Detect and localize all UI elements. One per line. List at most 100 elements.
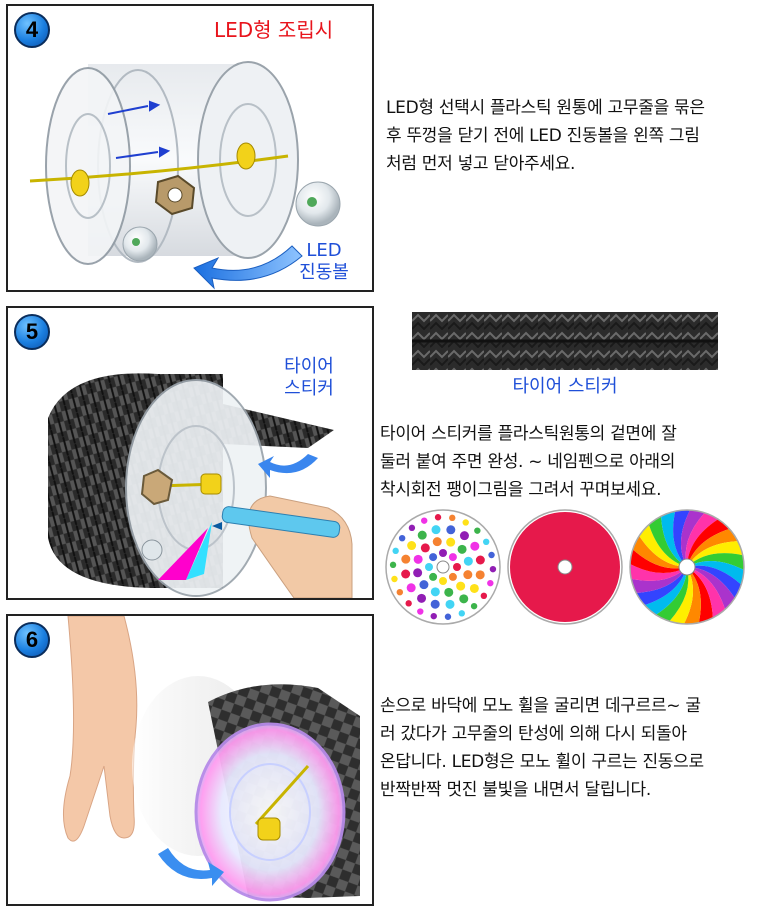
- illusion-dot: [421, 517, 428, 524]
- illusion-dot: [482, 538, 490, 546]
- clear-disc: [125, 379, 267, 597]
- step6-illustration: [62, 616, 360, 902]
- step6-description: 손으로 바닥에 모노 휠을 굴리면 데구르르~ 굴 러 갔다가 고무줄의 탄성에…: [380, 696, 704, 800]
- illusion-dot: [417, 608, 424, 615]
- rainbow-segment: [687, 528, 738, 567]
- rainbow-segment: [648, 516, 687, 567]
- illusion-dot: [475, 555, 485, 565]
- rainbow-segment: [673, 510, 690, 567]
- step5-illustration: [48, 373, 353, 598]
- rainbow-segment: [680, 510, 705, 567]
- rainbow-segment: [632, 535, 687, 569]
- illusion-dot: [456, 581, 466, 591]
- sticker-label: 타이어 스티커: [284, 356, 334, 399]
- step6-badge: 6: [14, 622, 50, 658]
- illusion-dot: [439, 549, 447, 557]
- illusion-dot: [487, 579, 494, 587]
- step4-title: LED형 조립시: [214, 18, 334, 42]
- rainbow-segment: [636, 567, 687, 606]
- illusion-dot: [413, 568, 423, 578]
- step4-description: LED형 선택시 플라스틱 원통에 고무줄을 묶은 후 뚜껑을 닫기 전에 LE…: [386, 98, 705, 174]
- illusion-dot: [407, 541, 417, 551]
- illusion-dot: [391, 575, 398, 583]
- blue-arrow-icon: [107, 100, 171, 159]
- step4-panel: 4 LED형 조립시: [6, 4, 374, 292]
- illusion-dot: [405, 600, 412, 607]
- rainbow-segment: [661, 511, 687, 567]
- rainbow-segment: [687, 519, 730, 567]
- tire-strip-image: [412, 312, 718, 370]
- illusion-dot: [470, 541, 480, 551]
- illusion-dot: [430, 612, 437, 620]
- illusion-dot: [480, 592, 488, 600]
- illusion-dot: [417, 530, 427, 540]
- illusion-dot: [445, 599, 455, 609]
- illusion-dot: [470, 602, 478, 610]
- illusion-dot: [439, 577, 447, 585]
- illusion-dot: [413, 554, 423, 564]
- illusion-dot: [431, 525, 441, 535]
- rainbow-segment: [630, 564, 687, 581]
- illusion-dot: [449, 514, 456, 522]
- step4-illustration: [29, 61, 341, 290]
- illusion-dot: [430, 587, 440, 597]
- illusion-dot: [475, 570, 485, 580]
- rainbow-segment: [639, 524, 687, 567]
- insert-arrow-icon: [193, 245, 303, 290]
- hand-image: [62, 616, 138, 842]
- illusion-dot: [446, 525, 456, 535]
- illusion-dot: [429, 553, 438, 562]
- rainbow-segment: [631, 567, 687, 593]
- illusion-disc-dots: [385, 509, 501, 625]
- illusion-dot: [408, 524, 416, 532]
- step5-badge: 5: [14, 314, 50, 350]
- blue-arrow-icon: [158, 848, 224, 886]
- illusion-dot: [448, 553, 457, 562]
- rainbow-segment: [687, 553, 744, 570]
- rainbow-segment: [684, 567, 701, 624]
- illusion-dot: [488, 551, 495, 559]
- step4-badge: 4: [14, 12, 50, 48]
- illusion-dot: [396, 588, 404, 596]
- illusion-dot: [417, 593, 427, 603]
- illusion-dot: [401, 554, 411, 564]
- rainbow-segment: [669, 567, 694, 624]
- illusion-dot: [398, 534, 406, 542]
- rainbow-segment: [644, 567, 687, 615]
- tire-strip-caption: 타이어 스티커: [512, 376, 618, 397]
- illusion-dot: [434, 514, 442, 521]
- illusion-dot: [389, 561, 397, 569]
- rainbow-segment: [655, 567, 689, 622]
- rainbow-segment: [687, 567, 735, 610]
- pen-image: [221, 506, 341, 538]
- illusion-dot: [457, 544, 467, 554]
- illusion-dot: [489, 565, 497, 573]
- rainbow-segment: [687, 567, 713, 623]
- color-wedge: [158, 528, 208, 580]
- led-ball: [122, 226, 158, 262]
- illusion-dot: [401, 569, 411, 579]
- illusion-dot: [425, 563, 433, 571]
- illusion-dot: [474, 527, 481, 534]
- illusion-dot: [453, 563, 461, 571]
- illusion-dot: [459, 531, 469, 541]
- illusion-dot: [429, 572, 438, 581]
- rainbow-segment: [687, 541, 743, 567]
- illusion-dot: [444, 613, 452, 620]
- blue-arrow-icon: [258, 454, 318, 478]
- illusion-dot: [459, 594, 469, 604]
- step6-panel: 6: [6, 614, 374, 906]
- illusion-disc-rainbow: [629, 509, 745, 625]
- illusion-dot: [469, 583, 479, 593]
- illusion-dot: [463, 556, 473, 566]
- illusion-dot: [458, 610, 465, 617]
- rainbow-segment: [685, 512, 719, 567]
- illusion-dot: [419, 580, 429, 590]
- illusion-dot: [420, 543, 430, 553]
- step5-description: 타이어 스티커를 플라스틱원통의 겉면에 잘 둘러 붙여 주면 완성. ~ 네임…: [380, 424, 677, 500]
- rainbow-segment: [687, 567, 726, 618]
- step5-panel: 5 타이어 스티커: [6, 306, 374, 600]
- cylinder-front-cap: [45, 67, 131, 265]
- illusion-dot: [432, 537, 442, 547]
- illusion-dot: [406, 583, 416, 593]
